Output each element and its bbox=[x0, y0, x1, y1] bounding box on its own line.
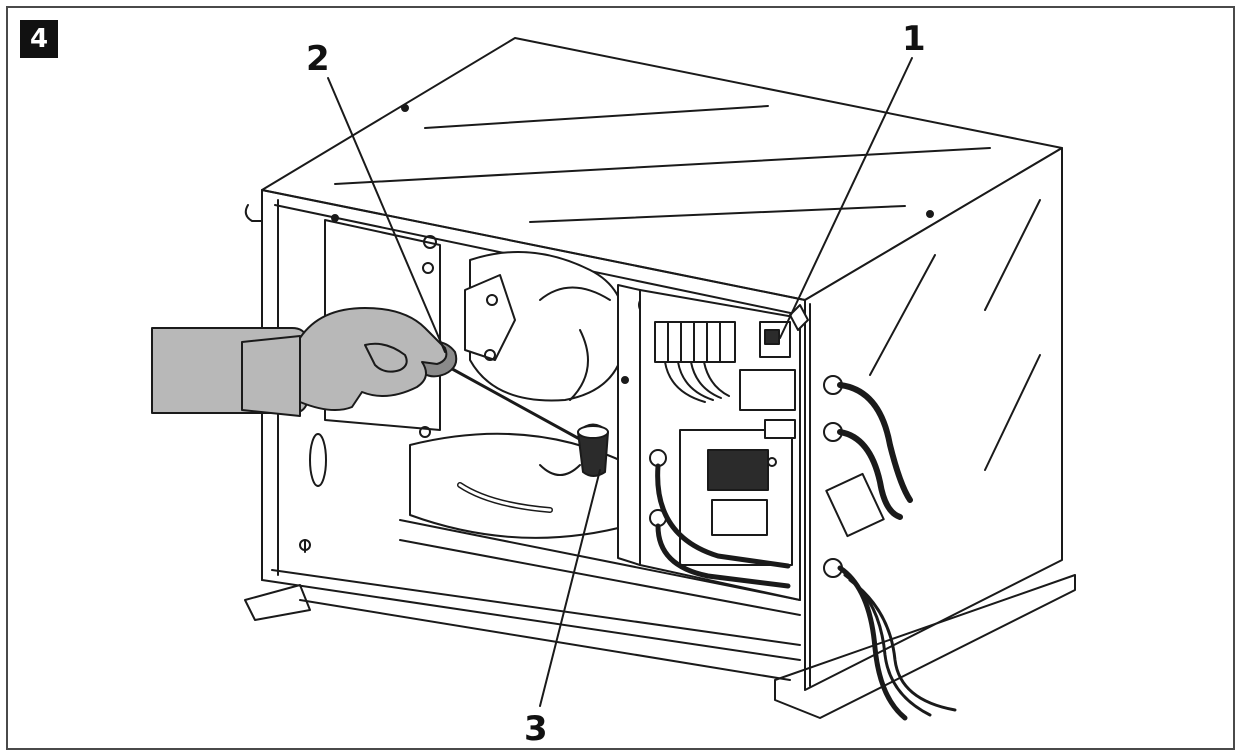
callout-label-1: 1 bbox=[902, 19, 926, 59]
hand bbox=[151, 307, 448, 417]
leader-line-1 bbox=[779, 57, 913, 339]
leader-line-3 bbox=[539, 469, 601, 707]
leader-line-2 bbox=[327, 77, 446, 353]
callout-label-3: 3 bbox=[524, 709, 548, 749]
callout-label-2: 2 bbox=[306, 39, 330, 79]
terminal-block bbox=[654, 321, 736, 363]
component-3 bbox=[577, 423, 609, 477]
figure-number-badge: 4 bbox=[20, 20, 58, 58]
